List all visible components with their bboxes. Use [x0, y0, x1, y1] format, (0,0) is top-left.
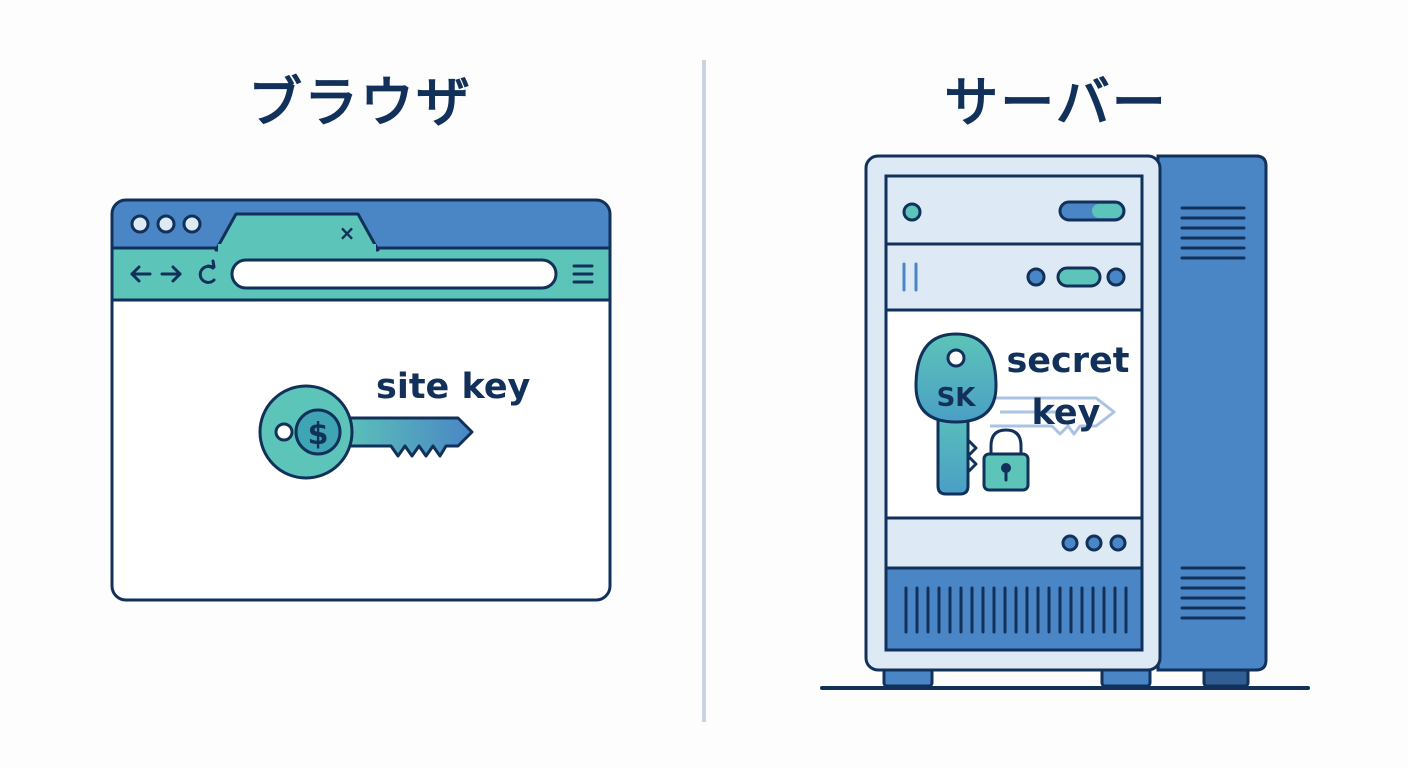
reload-icon[interactable] — [198, 259, 216, 284]
window-control-close-icon[interactable] — [130, 214, 150, 234]
window-control-maximize-icon[interactable] — [182, 214, 202, 234]
site-key-icon: $ — [258, 384, 474, 480]
bay-3-indicator-light — [1061, 534, 1079, 552]
browser-window: × — [110, 198, 612, 602]
bay-1-indicator-light — [902, 202, 922, 222]
secret-key-icon: SK — [914, 332, 998, 496]
secret-key-label-line1: secret — [1006, 341, 1129, 381]
server-tower: SK secret key — [820, 154, 1310, 690]
hamburger-menu-icon[interactable] — [572, 264, 594, 284]
side-vent-bottom — [1180, 566, 1246, 620]
secret-key-badge: SK — [937, 383, 977, 413]
padlock-icon — [982, 428, 1030, 492]
bay-2-indicator-light — [1026, 267, 1046, 287]
faint-key-outline — [990, 396, 1116, 436]
browser-heading: ブラウザ — [248, 71, 472, 134]
address-bar[interactable] — [230, 258, 558, 290]
site-key-label: site key — [376, 367, 531, 407]
bay-2-drive-slot — [1056, 266, 1102, 288]
drive-bay-2 — [884, 242, 1144, 312]
tab-close-icon[interactable]: × — [339, 221, 356, 245]
server-side-panel — [1156, 154, 1268, 672]
drive-bay-3 — [884, 516, 1144, 570]
window-control-minimize-icon[interactable] — [156, 214, 176, 234]
forward-arrow-icon[interactable] — [160, 265, 182, 283]
bay-3-indicator-light — [1085, 534, 1103, 552]
server-heading: サーバー — [944, 71, 1168, 134]
back-arrow-icon[interactable] — [130, 265, 152, 283]
bay-3-indicator-light — [1109, 534, 1127, 552]
side-vent-top — [1180, 206, 1246, 260]
site-key-dollar-symbol: $ — [308, 417, 329, 452]
bay-2-indicator-light — [1106, 267, 1126, 287]
secret-key-label-line2: key — [1032, 393, 1101, 433]
